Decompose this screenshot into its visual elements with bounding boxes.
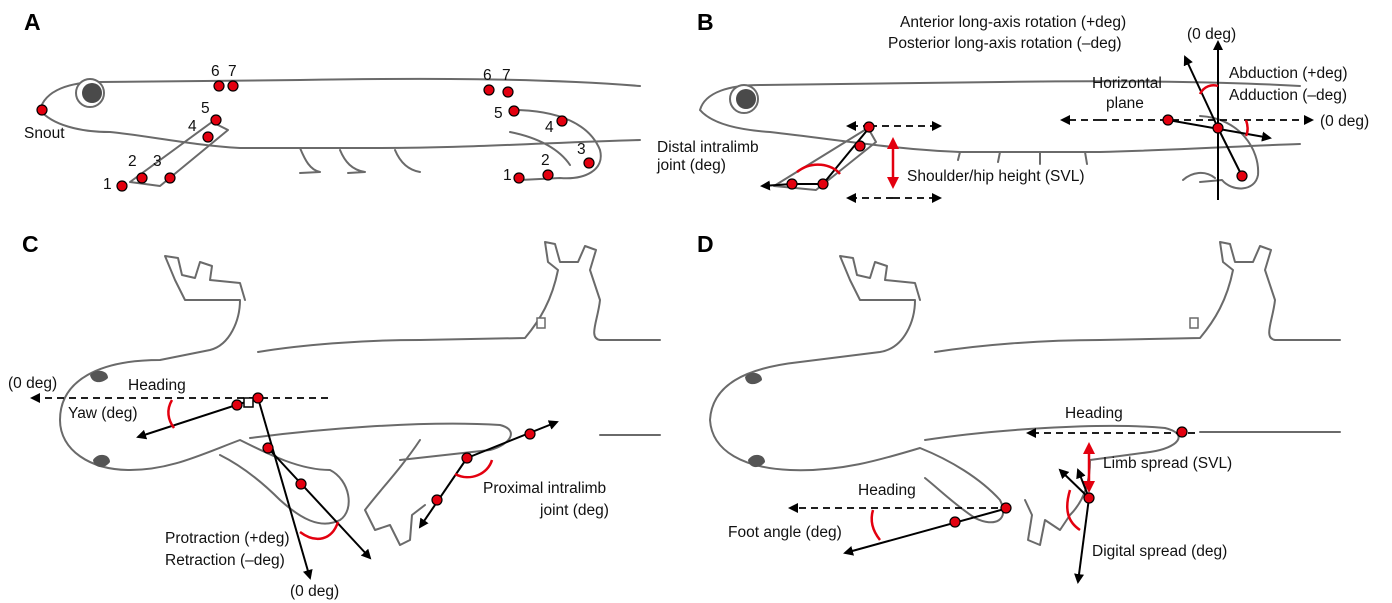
label-hind-4: 4 xyxy=(545,119,554,136)
femur-vector xyxy=(467,422,557,458)
label-hind-5: 5 xyxy=(494,105,503,122)
salamander-dorsal-outline-d xyxy=(710,242,1340,545)
label-zero-top: (0 deg) xyxy=(1187,26,1236,43)
yaw-angle-arc xyxy=(168,400,174,428)
landmark-fore-4 xyxy=(203,132,213,142)
label-digital-spread: Digital spread (deg) xyxy=(1092,543,1227,560)
label-proximal-1: Proximal intralimb xyxy=(483,480,606,497)
label-hind-2: 2 xyxy=(541,152,550,169)
landmark-dorsal-6b xyxy=(484,85,494,95)
panel-d: D Heading Limb spread (SVL) Heading Foot… xyxy=(697,231,1340,582)
label-limb-spread: Limb spread (SVL) xyxy=(1103,455,1232,472)
label-fore-1: 1 xyxy=(103,176,112,193)
panel-a-letter: A xyxy=(24,9,41,35)
label-plane: plane xyxy=(1106,95,1144,112)
label-dorsal-6b: 6 xyxy=(483,67,492,84)
landmark-dorsal-7b xyxy=(503,87,513,97)
label-horizontal: Horizontal xyxy=(1092,75,1162,92)
landmark-fore-3 xyxy=(165,173,175,183)
label-zero-bottom: (0 deg) xyxy=(290,583,339,600)
label-fore-5: 5 xyxy=(201,100,210,117)
label-yaw: Yaw (deg) xyxy=(68,405,138,422)
landmark-hind-3 xyxy=(584,158,594,168)
label-fore-3: 3 xyxy=(153,153,162,170)
label-snout: Snout xyxy=(24,125,65,142)
landmark-snout xyxy=(37,105,47,115)
label-dorsal-6a: 6 xyxy=(211,63,220,80)
panel-d-letter: D xyxy=(697,231,714,257)
protraction-angle-arc xyxy=(300,522,338,539)
digit-vector xyxy=(1078,498,1089,582)
label-zero-right: (0 deg) xyxy=(1320,113,1369,130)
label-heading-c: Heading xyxy=(128,377,186,394)
label-heading-d-top: Heading xyxy=(1065,405,1123,422)
landmark-dorsal-7a xyxy=(228,81,238,91)
landmark-dorsal-6a xyxy=(214,81,224,91)
label-heading-d-bottom: Heading xyxy=(858,482,916,499)
label-dorsal-7b: 7 xyxy=(502,67,511,84)
landmark-hind-2 xyxy=(543,170,553,180)
label-retraction: Retraction (–deg) xyxy=(165,552,285,569)
distal-limb-segment xyxy=(823,128,869,184)
landmark-hind-5 xyxy=(509,106,519,116)
label-distal-2: joint (deg) xyxy=(656,157,726,174)
label-adduction: Adduction (–deg) xyxy=(1229,87,1347,104)
label-anterior-rotation: Anterior long-axis rotation (+deg) xyxy=(900,14,1126,31)
tibia-vector xyxy=(420,458,467,527)
panel-a: A Snout 1 2 3 xyxy=(24,9,640,193)
landmark-hind-4 xyxy=(557,116,567,126)
landmark-fore-5 xyxy=(211,115,221,125)
panel-b-letter: B xyxy=(697,9,714,35)
label-fore-4: 4 xyxy=(188,118,197,135)
label-shoulder-height: Shoulder/hip height (SVL) xyxy=(907,168,1085,185)
label-dorsal-7a: 7 xyxy=(228,63,237,80)
abduction-angle-arc xyxy=(1246,120,1248,136)
label-protraction: Protraction (+deg) xyxy=(165,530,290,547)
panel-c-letter: C xyxy=(22,231,39,257)
foot-angle-arc xyxy=(872,510,880,540)
label-posterior-rotation: Posterior long-axis rotation (–deg) xyxy=(888,35,1121,52)
rotation-angle-arc xyxy=(1200,85,1218,94)
label-proximal-2: joint (deg) xyxy=(539,502,609,519)
label-hind-3: 3 xyxy=(577,141,586,158)
panel-c: C (0 deg) Heading Yaw (deg) Protraction … xyxy=(8,231,660,600)
landmark-fore-1 xyxy=(117,181,127,191)
label-hind-1: 1 xyxy=(503,167,512,184)
label-foot-angle: Foot angle (deg) xyxy=(728,524,842,541)
foot-vector xyxy=(845,508,1008,553)
landmark-hind-1 xyxy=(514,173,524,183)
label-zero-left: (0 deg) xyxy=(8,375,57,392)
label-fore-2: 2 xyxy=(128,153,137,170)
panel-b: B Distal intralimb joint (deg) Shoulder/… xyxy=(656,9,1369,200)
label-distal-1: Distal intralimb xyxy=(657,139,759,156)
label-abduction: Abduction (+deg) xyxy=(1229,65,1347,82)
landmark-fore-2 xyxy=(137,173,147,183)
